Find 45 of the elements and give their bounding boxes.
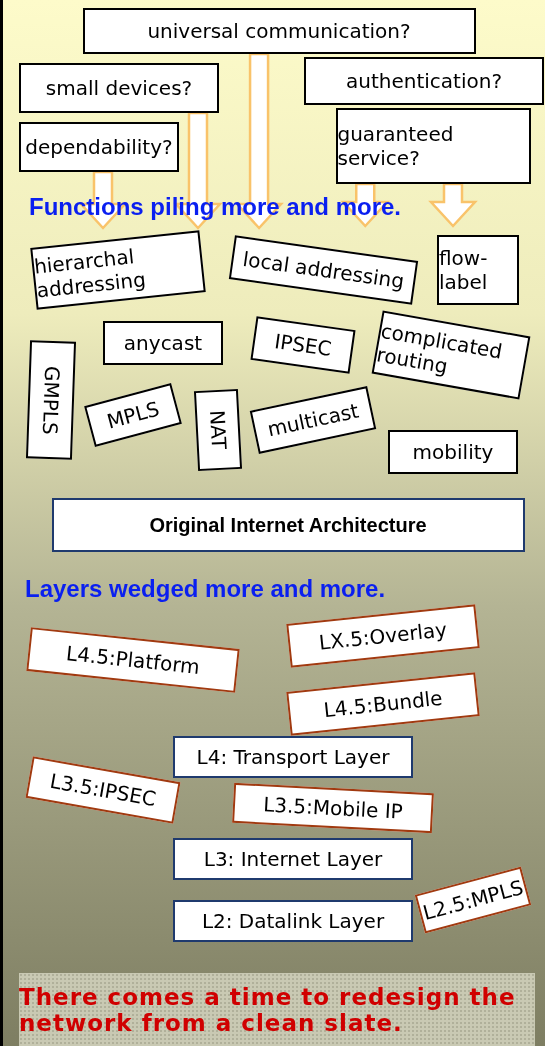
- box-label: authentication?: [346, 69, 502, 93]
- wedge-tag: [286, 672, 480, 736]
- caption-heading: Functions piling more and more.: [29, 193, 402, 221]
- message-panel: [19, 973, 535, 1046]
- box-label: anycast: [123, 331, 203, 355]
- box-label: flow-label: [439, 246, 489, 294]
- block-arrow: [428, 182, 478, 228]
- box-label: universal communication?: [147, 19, 411, 43]
- function-tag: [437, 235, 519, 305]
- question-box: [335, 108, 531, 184]
- caption-heading: Layers wedged more and more.: [25, 575, 386, 603]
- box-label: multicast: [265, 398, 361, 442]
- box-label: small devices?: [45, 76, 193, 100]
- function-tag: [193, 388, 243, 472]
- layer-box: [173, 736, 413, 778]
- box-label: MPLS: [104, 396, 162, 434]
- box-label: IPSEC: [272, 329, 333, 361]
- layer-box: [173, 838, 413, 880]
- box-label: mobility: [412, 440, 494, 464]
- question-box: [304, 57, 544, 105]
- architecture-box: [51, 498, 525, 552]
- layer-box: [173, 900, 413, 942]
- box-label: L2: Datalink Layer: [201, 909, 385, 933]
- box-label: L3.5:IPSEC: [48, 768, 158, 812]
- box-label: L4: Transport Layer: [196, 745, 390, 769]
- box-label: L4.5:Bundle: [322, 685, 444, 723]
- function-tag: [388, 430, 518, 474]
- box-label: dependability?: [25, 135, 173, 159]
- function-tag: [25, 340, 77, 460]
- box-label: local addressing: [240, 246, 406, 294]
- box-label: L3.5:Mobile IP: [262, 792, 404, 824]
- question-box: [19, 63, 219, 113]
- message-text: There comes a time to redesign the network from a clean slate.: [19, 983, 517, 1037]
- box-label: LX.5:Overlay: [317, 617, 449, 655]
- box-label: L3: Internet Layer: [203, 847, 383, 871]
- box-label: hierarchal addressing: [32, 243, 148, 303]
- box-label: L4.5:Platform: [65, 641, 201, 679]
- box-label: GMPLS: [37, 365, 65, 435]
- box-label: complicated routing: [374, 318, 506, 381]
- question-box: [19, 122, 179, 172]
- box-label: Original Internet Architecture: [149, 513, 427, 537]
- box-label: NAT: [205, 409, 231, 451]
- function-tag: [103, 321, 223, 365]
- box-label: guaranteed service?: [337, 122, 455, 170]
- question-box: [82, 8, 476, 54]
